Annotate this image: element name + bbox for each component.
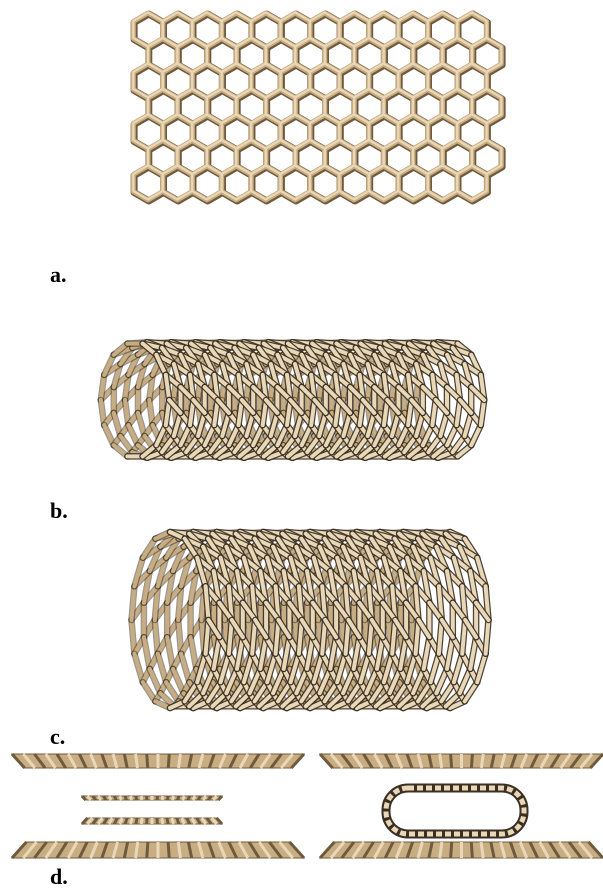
- plate-stripe: [178, 796, 179, 800]
- plate-stripe: [162, 796, 163, 800]
- plate-stripe: [114, 796, 116, 800]
- plate-stripe: [183, 796, 185, 800]
- plates-comparison-render: [0, 748, 603, 863]
- plate-stripe: [136, 754, 138, 768]
- plate-stripe: [136, 818, 137, 824]
- plate-stripe: [167, 796, 168, 800]
- plate-stripe: [188, 796, 190, 800]
- panel-b: [90, 315, 510, 490]
- plate-stripe: [168, 754, 169, 768]
- tube-cross-section: [386, 788, 524, 834]
- plate-stripe: [451, 754, 452, 768]
- plate-stripe: [120, 796, 122, 800]
- plate-stripe: [471, 754, 472, 768]
- collapsed-nanotube-render: [90, 315, 510, 490]
- plate-stripe: [136, 796, 137, 800]
- plate-stripe: [130, 796, 131, 800]
- graphene-sheet-render: [0, 0, 603, 245]
- plate-stripe: [172, 818, 174, 824]
- plate-stripe: [440, 754, 442, 768]
- tube-cross-section-bonds: [386, 788, 524, 834]
- plate-stripe: [198, 796, 200, 800]
- label-c: c.: [50, 726, 65, 748]
- plate-stripe: [147, 754, 148, 768]
- plate-stripe: [147, 842, 148, 858]
- plate-stripe: [125, 818, 127, 824]
- plate-stripe: [104, 796, 106, 800]
- panel-c: [105, 520, 515, 720]
- panel-d: [0, 748, 603, 863]
- panel-a: [0, 0, 603, 245]
- plate-stripe: [125, 796, 126, 800]
- plate-stripe: [168, 842, 169, 858]
- open-nanotube-render: [105, 520, 515, 720]
- plate-stripe: [471, 842, 472, 858]
- label-d: d.: [50, 866, 68, 888]
- plate-stripe: [109, 796, 111, 800]
- label-b: b.: [50, 500, 68, 522]
- plate-stripe: [141, 796, 142, 800]
- plate-stripe: [162, 818, 163, 824]
- plate-stripe: [193, 796, 195, 800]
- label-a: a.: [50, 264, 67, 286]
- plate-stripe: [481, 754, 483, 768]
- plate-stripe: [172, 796, 173, 800]
- plate-stripe: [167, 818, 168, 824]
- plate-stripe: [179, 754, 181, 768]
- plate-stripe: [177, 818, 179, 824]
- plate-stripe: [141, 818, 142, 824]
- plate-stripe: [130, 818, 132, 824]
- plate-stripe: [451, 842, 452, 858]
